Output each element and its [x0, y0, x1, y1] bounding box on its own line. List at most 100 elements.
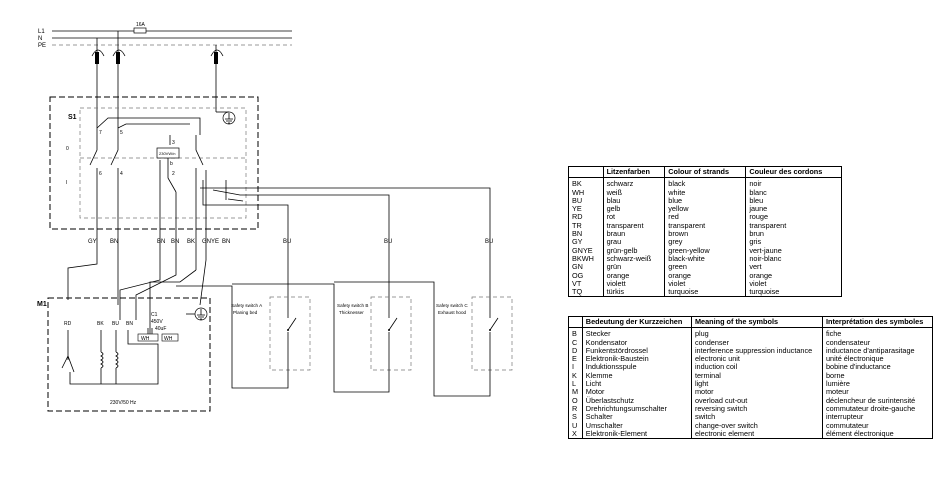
wire-label-bn-3: BN	[171, 239, 179, 245]
colour-row-fr: vert-jaune	[749, 245, 782, 255]
symbol-row-fr: condensateur	[825, 337, 871, 347]
symbol-row-fr: déclencheur de surintensité	[825, 395, 916, 405]
colour-row-code: TQ	[568, 288, 604, 297]
safety-switch-c-sub: Exhaust hood	[438, 310, 467, 315]
colour-row-fr: noir	[749, 179, 762, 189]
wire-label-bu-1: BU	[283, 239, 291, 245]
symbol-row-code: E	[568, 354, 583, 364]
wire-label-bn-1: BN	[110, 239, 118, 245]
symbol-row-code: K	[568, 371, 583, 381]
colour-row-en: orange	[664, 271, 747, 280]
pin-7: 7	[99, 130, 102, 136]
wire-label-bu-2: BU	[384, 239, 392, 245]
safety-switch-c: Safety switch C Exhaust hood	[433, 296, 513, 397]
s1-output-wires	[67, 160, 491, 340]
colour-row-en: grey	[664, 238, 747, 247]
colour-row-code: TR	[568, 221, 604, 231]
colour-row-code: BU	[568, 196, 604, 206]
pin-5: 5	[120, 130, 123, 136]
symbol-row-en: electronic element	[691, 429, 823, 439]
capacitor-terminal-2: WH	[164, 336, 173, 342]
symbol-row-en: switch	[691, 412, 823, 422]
colour-row-en: blue	[664, 196, 747, 206]
pin-2: 2	[172, 171, 175, 177]
symbol-row-en: motor	[691, 388, 823, 397]
colour-row-de: grau	[603, 238, 666, 247]
colour-header-de: Litzenfarben	[603, 166, 666, 179]
symbol-row-fr: unité électronique	[825, 354, 884, 364]
symbol-row-en: overload cut-out	[691, 396, 823, 405]
wire-label-bn-2: BN	[157, 239, 165, 245]
colour-row-en: black-white	[664, 254, 747, 264]
symbol-row-fr: moteur	[825, 387, 849, 397]
symbol-row-code: D	[568, 346, 583, 356]
symbol-row-de: Schalter	[582, 412, 692, 422]
symbol-row-en: terminal	[691, 371, 823, 381]
safety-switch-b: Safety switch B Thicknesser	[333, 296, 412, 393]
symbol-row-en: condenser	[691, 338, 823, 347]
colour-row-code: BKWH	[568, 254, 604, 264]
colour-row-en: green-yellow	[664, 246, 747, 255]
colour-row-fr: transparent	[749, 220, 787, 230]
colour-row-en: turquoise	[664, 288, 747, 297]
safety-switch-c-label: Safety switch C	[436, 303, 468, 308]
symbol-row-code: X	[568, 429, 583, 439]
symbol-row-code: L	[568, 379, 583, 389]
switch-s1: S1 0 I 7 5 3 6 4 2 230VW/n b	[49, 96, 259, 230]
colour-header-fr: Couleur des cordons	[745, 166, 842, 179]
fuse-symbol	[133, 27, 147, 34]
colour-legend-table: Litzenfarben Colour of strands Couleur d…	[568, 166, 842, 298]
colour-row-de: orange	[603, 271, 666, 280]
symbol-row-de: Elektronik-Element	[582, 429, 692, 439]
safety-switch-b-label: Safety switch B	[337, 303, 368, 308]
symbol-row-fr: interrupteur	[825, 412, 864, 422]
colour-row-de: transparent	[603, 221, 666, 231]
colour-row-de: türkis	[603, 288, 666, 297]
symbol-row-de: Überlastschutz	[582, 396, 692, 405]
pin-6: 6	[99, 171, 102, 177]
symbol-row-code: I	[568, 363, 583, 372]
symbol-row-fr: inductance d'antiparasitage	[825, 345, 915, 355]
colour-row-fr: turquoise	[749, 287, 780, 297]
colour-row-de: blau	[603, 196, 666, 206]
safety-switch-b-sub: Thicknesser	[339, 310, 364, 315]
motor-terminal-bu: BU	[112, 321, 119, 327]
symbol-row-de: Kondensator	[582, 338, 692, 347]
safety-switch-a-label: Safety switch A	[231, 303, 263, 308]
wire-label-bn-4: BN	[222, 239, 230, 245]
colour-row-fr: jaune	[749, 204, 768, 214]
colour-row-en: yellow	[664, 204, 747, 214]
symbol-row-de: Umschalter	[582, 421, 692, 430]
wiring-schematic: L1 N PE 16A S1 0 I 7 5 3 6 4	[37, 22, 513, 412]
colour-row-de: rot	[603, 213, 666, 222]
symbol-row-en: reversing switch	[691, 404, 823, 414]
symbol-row-fr: lumière	[825, 379, 850, 389]
colour-row-fr: violet	[749, 278, 767, 288]
capacitor-terminal-1: WH	[141, 336, 150, 342]
symbol-row-de: Induktionsspule	[582, 363, 692, 372]
symbol-row-en: light	[691, 379, 823, 389]
pin-3: 3	[172, 140, 175, 146]
rail-l1-label: L1	[38, 29, 45, 35]
symbol-row-code: B	[568, 327, 583, 339]
colour-header-en: Colour of strands	[664, 166, 747, 179]
colour-row-fr: noir-blanc	[749, 253, 782, 263]
symbol-row-de: Drehrichtungsumschalter	[582, 404, 692, 414]
colour-row-code: GN	[568, 262, 604, 272]
symbol-header-en: Meaning of the symbols	[691, 316, 823, 329]
colour-row-fr: orange	[749, 270, 773, 280]
